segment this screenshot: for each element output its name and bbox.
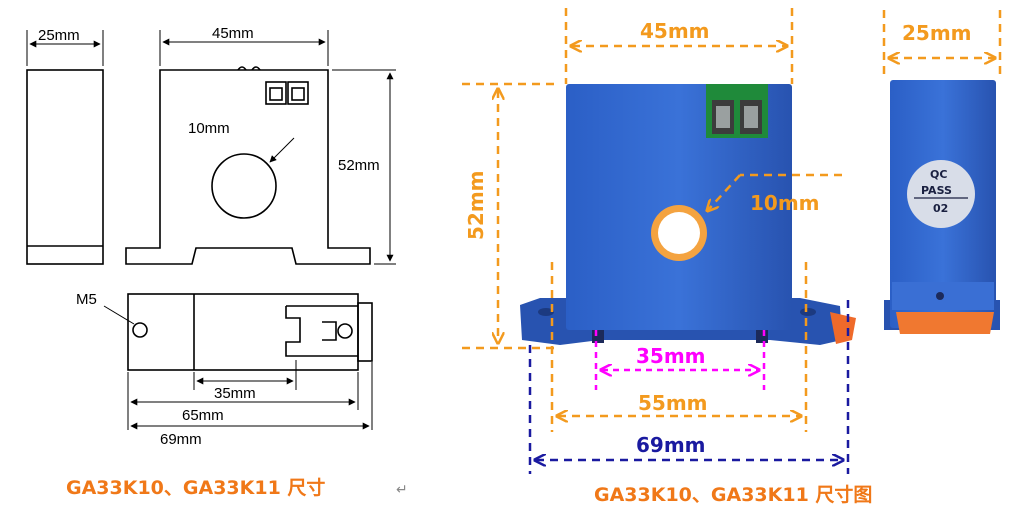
photo-base-35-label: 35mm (636, 344, 706, 368)
screw-label: M5 (76, 291, 97, 308)
photo-hole-label: 10mm (750, 191, 820, 215)
qc-line1: QC (930, 168, 947, 181)
hole-label: 10mm (188, 120, 230, 137)
product-front-photo (520, 84, 856, 345)
side-dimension-lines (882, 10, 1002, 80)
product-side-photo (884, 80, 1000, 334)
front-view-outline (125, 69, 371, 265)
qc-line3: 02 (933, 202, 948, 215)
base-69-label: 69mm (160, 431, 202, 448)
photo-base-55-label: 55mm (638, 391, 708, 415)
hole-circle (211, 153, 277, 219)
photo-height-label: 52mm (464, 170, 488, 240)
qc-line2: PASS (921, 184, 952, 197)
photo-front-width-label: 45mm (640, 19, 710, 43)
photo-dimension-lines (462, 8, 850, 474)
base-65-label: 65mm (182, 407, 224, 424)
return-mark: ↵ (396, 482, 408, 498)
photo-side-width-label: 25mm (902, 21, 972, 45)
technical-drawing (26, 30, 396, 430)
front-width-label: 45mm (212, 25, 254, 42)
base-35-label: 35mm (214, 385, 256, 402)
side-view-outline (26, 69, 104, 265)
qc-sticker (907, 160, 975, 228)
height-label: 52mm (338, 157, 380, 174)
photo-base-69-label: 69mm (636, 433, 706, 457)
right-caption: GA33K10、GA33K11 尺寸图 (594, 483, 872, 506)
left-caption: GA33K10、GA33K11 尺寸 (66, 476, 325, 499)
side-width-label: 25mm (38, 27, 80, 44)
